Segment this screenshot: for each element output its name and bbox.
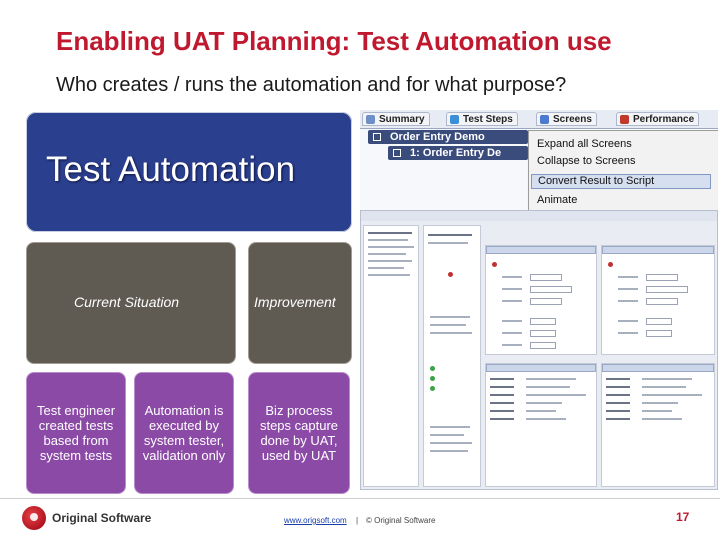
tab-label: Screens (553, 114, 592, 125)
brand-name: Original Software (52, 511, 152, 525)
menu-collapse-to-screens[interactable]: Collapse to Screens (537, 155, 636, 167)
current-situation-label: Current Situation (74, 294, 180, 310)
tab-bar: Summary Test Steps Screens Performance (360, 110, 718, 129)
tree-item-order-entry-demo[interactable]: Order Entry Demo (368, 130, 528, 144)
cell-test-engineer: Test engineer created tests based from s… (26, 372, 126, 494)
tree-item-order-entry-step[interactable]: 1: Order Entry De (388, 146, 528, 160)
tree-panel (360, 129, 528, 219)
slide-subtitle: Who creates / runs the automation and fo… (56, 74, 567, 96)
menu-animate[interactable]: Animate (537, 194, 578, 206)
tab-screens[interactable]: Screens (536, 112, 597, 126)
collapse-icon (373, 133, 381, 141)
page-number: 17 (676, 510, 690, 524)
improvement-label: Improvement (254, 294, 336, 310)
steps-icon (450, 115, 459, 124)
left-tree-pane (363, 225, 419, 487)
form-pane-left (485, 245, 597, 355)
tab-summary[interactable]: Summary (362, 112, 430, 126)
tree-item-label: Order Entry Demo (390, 131, 485, 143)
property-grid-right (601, 363, 715, 487)
slide-title: Enabling UAT Planning: Test Automation u… (56, 26, 612, 56)
improvement-box (248, 242, 352, 364)
form-pane-right (601, 245, 715, 355)
app-window-thumbnail (360, 210, 718, 490)
website-link[interactable]: www.origsoft.com (284, 516, 347, 525)
performance-icon (620, 115, 629, 124)
test-automation-box (26, 112, 352, 232)
screens-icon (540, 115, 549, 124)
middle-pane (423, 225, 481, 487)
current-situation-box (26, 242, 236, 364)
footer-divider (0, 498, 720, 499)
cell-text: Biz process steps capture done by UAT, u… (259, 403, 339, 463)
original-software-logo-icon (22, 506, 46, 530)
cell-automation-executed: Automation is executed by system tester,… (134, 372, 234, 494)
tool-screenshot: Summary Test Steps Screens Performance O… (360, 110, 718, 490)
test-automation-label: Test Automation (46, 150, 296, 189)
tab-test-steps[interactable]: Test Steps (446, 112, 518, 126)
cell-biz-process: Biz process steps capture done by UAT, u… (248, 372, 350, 494)
context-menu: Expand all Screens Collapse to Screens C… (528, 130, 718, 216)
cell-text: Automation is executed by system tester,… (142, 403, 226, 463)
tree-item-label: 1: Order Entry De (410, 147, 502, 159)
summary-icon (366, 115, 375, 124)
app-window-titlebar (361, 211, 717, 221)
footer-separator: | (356, 516, 359, 525)
cell-text: Test engineer created tests based from s… (36, 403, 116, 463)
property-grid-left (485, 363, 597, 487)
tab-label: Performance (633, 114, 695, 125)
copyright-text: © Original Software (366, 516, 436, 525)
tab-performance[interactable]: Performance (616, 112, 700, 126)
tab-label: Test Steps (463, 114, 513, 125)
menu-convert-result-to-script[interactable]: Convert Result to Script (531, 174, 711, 189)
tab-label: Summary (379, 114, 425, 125)
menu-expand-all-screens[interactable]: Expand all Screens (537, 138, 632, 150)
collapse-icon (393, 149, 401, 157)
